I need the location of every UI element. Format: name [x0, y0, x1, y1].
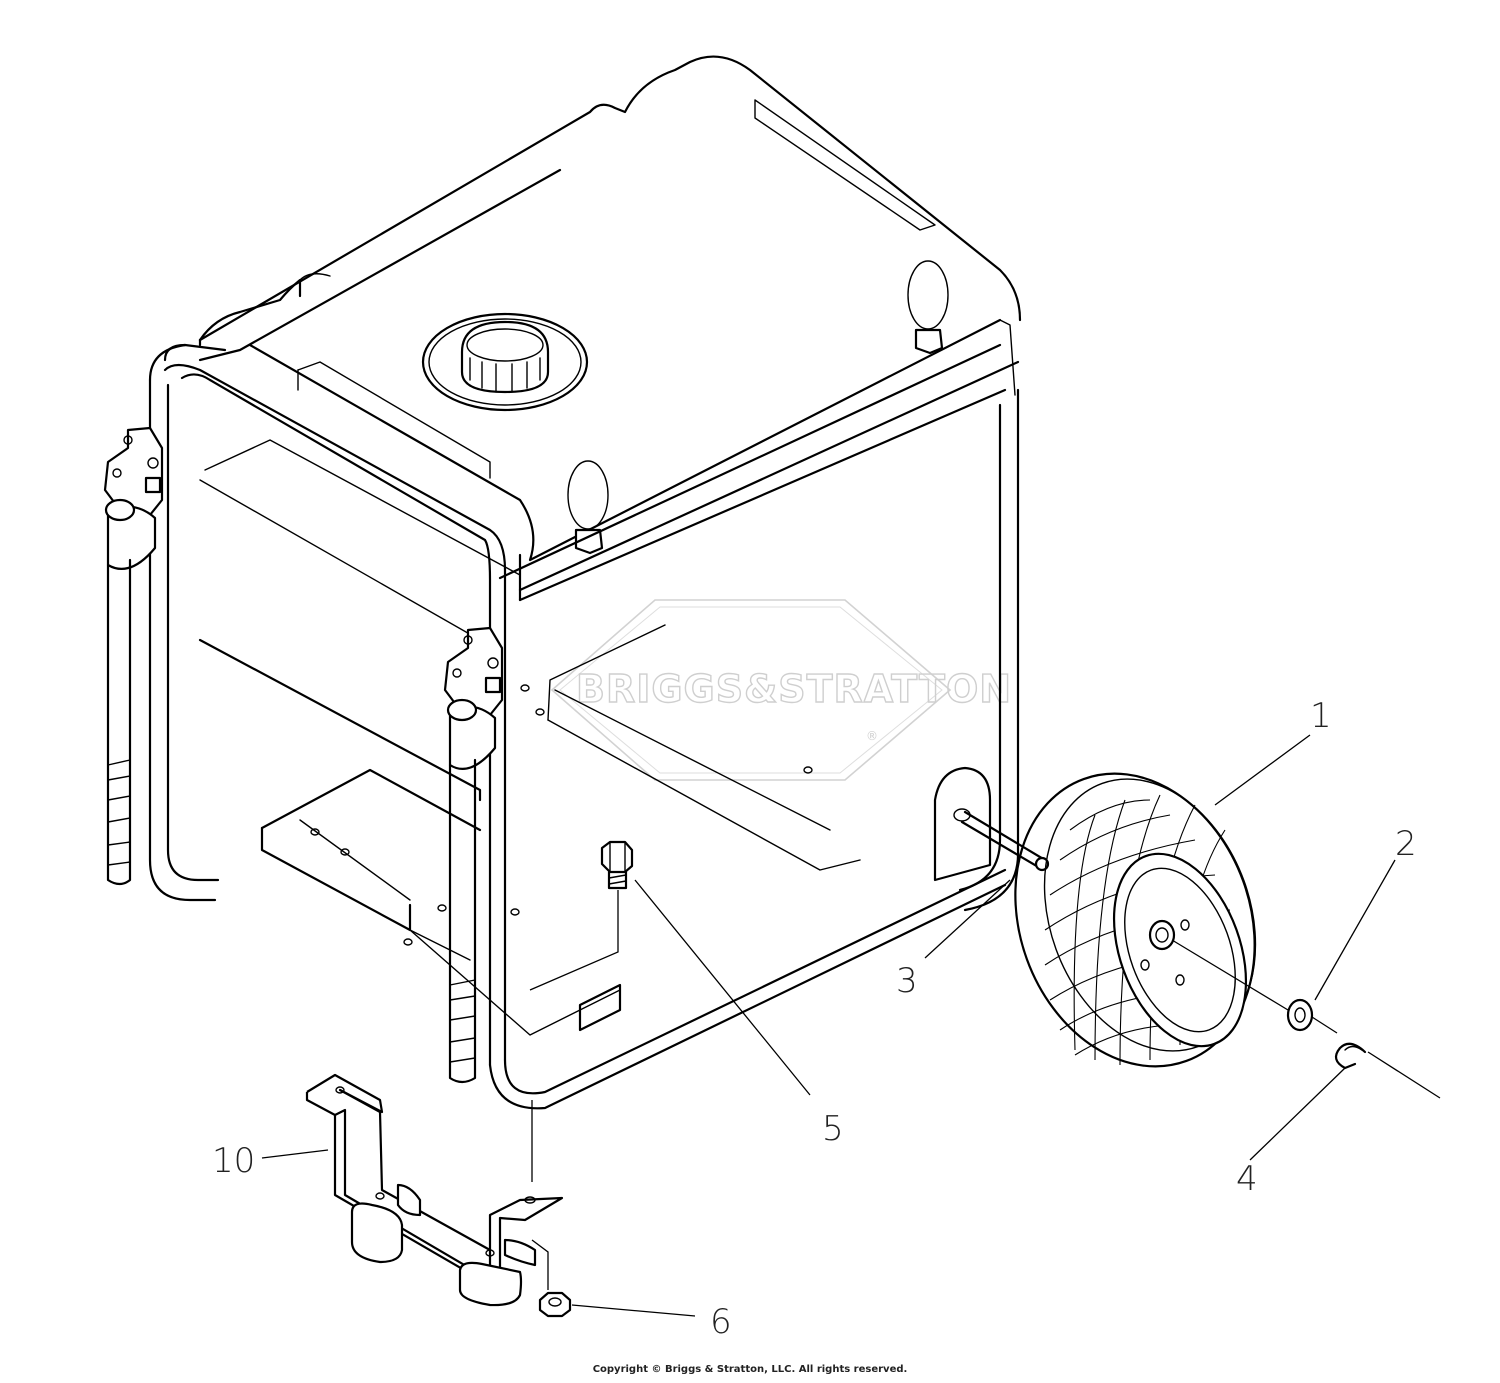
callout-3: 3 [896, 961, 918, 1001]
registered-mark: ® [866, 729, 878, 743]
support-bracket [305, 1073, 564, 1307]
callout-1: 1 [1310, 696, 1332, 736]
callout-labels: 1 2 3 4 5 6 10 [212, 696, 1417, 1342]
callout-10: 10 [212, 1141, 255, 1181]
wheel [1014, 772, 1257, 1068]
leader-10 [261, 1149, 329, 1159]
e-clip [1334, 1042, 1367, 1070]
right-handle-assembly [443, 626, 504, 1084]
leader-6 [531, 1239, 696, 1317]
leader-5 [529, 879, 811, 1096]
leader-2 [1314, 859, 1396, 1001]
washer [1286, 998, 1314, 1032]
leader-washer-clip [1311, 1016, 1338, 1034]
leader-hub-washer [1171, 939, 1289, 1011]
leader-3 [924, 879, 1011, 959]
brand-watermark: BRIGGS&STRATTON ® [550, 599, 1012, 781]
axle-assembly [933, 766, 1050, 882]
bolt [600, 840, 634, 890]
watermark-text: BRIGGS&STRATTON [576, 667, 1012, 711]
callout-5: 5 [822, 1109, 844, 1149]
left-handle-assembly [103, 426, 164, 886]
lower-cradle [198, 439, 861, 1036]
callout-4: 4 [1236, 1159, 1258, 1199]
callout-6: 6 [710, 1302, 732, 1342]
leader-1 [1214, 734, 1311, 806]
nut [538, 1291, 572, 1318]
fuel-tank-housing [198, 55, 1022, 602]
leader-4 [1249, 1051, 1441, 1161]
leader-lines [261, 734, 1441, 1317]
fuel-cap [421, 312, 589, 412]
callout-2: 2 [1395, 824, 1417, 864]
copyright-notice: Copyright © Briggs & Stratton, LLC. All … [592, 1364, 908, 1375]
tubular-frame [148, 168, 1020, 1110]
